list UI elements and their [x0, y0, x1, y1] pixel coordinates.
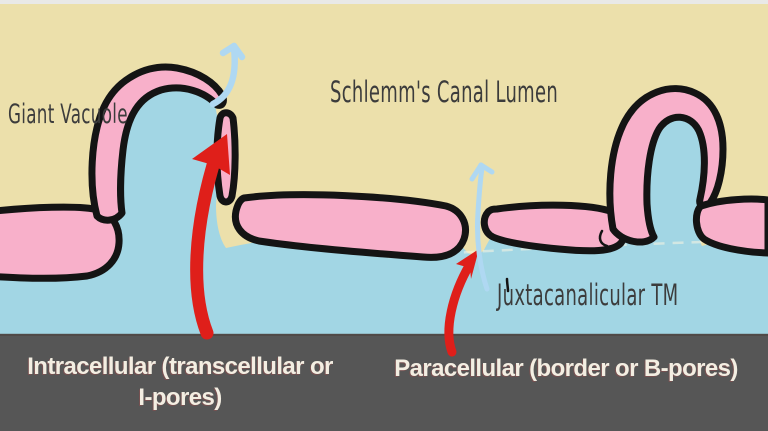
intracellular-caption-line1: Intracellular (transcellular or [27, 353, 333, 380]
outflow-arrow-main-icon [209, 42, 246, 108]
intracellular-caption: Intracellular (transcellular or I-pores) [2, 351, 358, 413]
intracellular-pointer-arrow-icon [190, 134, 230, 340]
outflow-arrow-gap-icon [469, 162, 495, 292]
forming-vacuole-cell-right [606, 85, 727, 246]
endothelial-cell-far-right [693, 195, 768, 257]
giant-vacuole-cell-wall [88, 63, 227, 224]
stray-mark-dash [505, 277, 510, 293]
caption-band [0, 336, 768, 431]
intracellular-caption-line2: I-pores) [138, 384, 222, 411]
stray-mark-hook [598, 229, 609, 248]
endothelial-cell-mid-left [231, 191, 469, 261]
endothelial-cell-mid-right [480, 201, 629, 255]
caption-band-top-line [0, 333, 768, 337]
paracellular-caption: Paracellular (border or B-pores) [394, 355, 738, 382]
giant-vacuole-label: Giant Vacuole [8, 99, 128, 130]
endothelial-cell-far-left [0, 203, 123, 282]
juxtacanalicular-tm-label: Juxtacanalicular TM [497, 278, 679, 312]
paracellular-pointer-arrow-icon [444, 249, 479, 357]
schlemms-canal-lumen-label: Schlemm's Canal Lumen [330, 75, 559, 109]
top-border-strip [0, 0, 768, 4]
